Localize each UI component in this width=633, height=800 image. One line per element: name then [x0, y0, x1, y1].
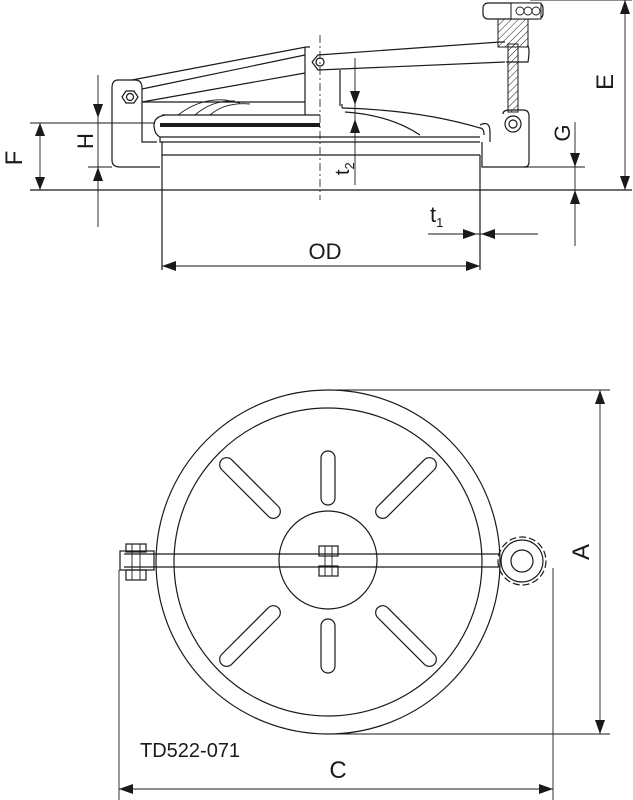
hinge-bracket	[118, 79, 157, 143]
drawing-id: TD522-071	[140, 740, 240, 762]
dim-label-OD: OD	[309, 239, 342, 264]
pivot-pin-icon	[315, 57, 325, 67]
top-view: A C TD522-071	[118, 389, 610, 800]
center-hub	[278, 510, 378, 610]
dim-label-G: G	[550, 124, 575, 141]
clamp-screw	[507, 43, 519, 113]
radial-ribs	[219, 450, 437, 674]
side-view: F H t2 t1 OD G E	[1, 0, 632, 271]
hex-nut-icon	[121, 90, 139, 104]
dim-label-A: A	[568, 544, 595, 560]
dim-label-F: F	[1, 151, 28, 166]
dim-label-C: C	[329, 757, 346, 784]
dim-label-E: E	[592, 74, 619, 90]
inner-rim	[173, 407, 483, 717]
dim-label-t2: t2	[332, 162, 357, 175]
dim-label-H: H	[73, 133, 98, 149]
dim-label-t1: t1	[430, 202, 443, 230]
hinge-icon	[119, 543, 155, 581]
outer-rim	[155, 389, 501, 735]
clamp-knob-icon	[497, 536, 547, 586]
